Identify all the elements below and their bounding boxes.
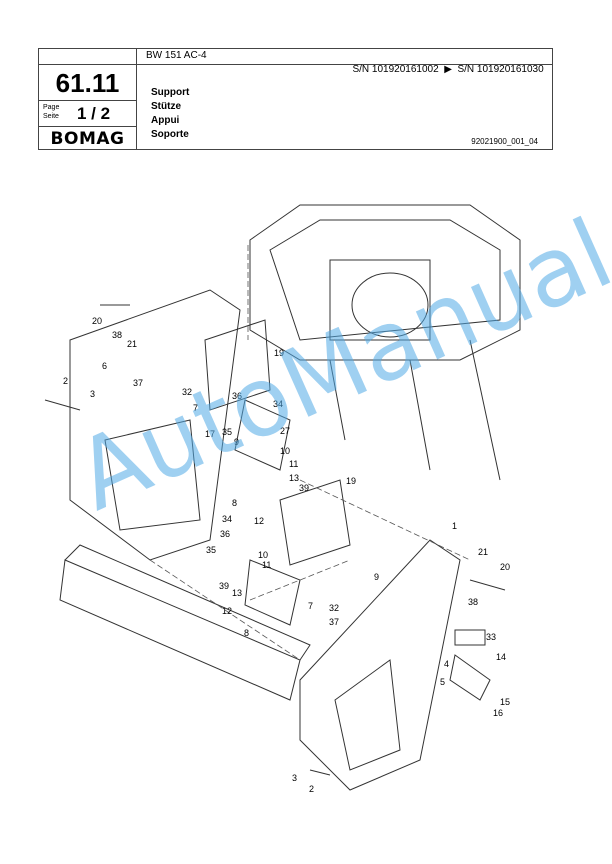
callout: 2 bbox=[309, 784, 314, 794]
callout: 8 bbox=[244, 628, 249, 638]
callout: 36 bbox=[220, 529, 230, 539]
callout: 34 bbox=[273, 399, 283, 409]
title-de: Stütze bbox=[151, 101, 181, 112]
callout: 13 bbox=[289, 473, 299, 483]
callout: 37 bbox=[133, 378, 143, 388]
callout: 11 bbox=[289, 459, 298, 469]
callout: 14 bbox=[496, 652, 506, 662]
callout: 3 bbox=[292, 773, 297, 783]
exploded-parts-diagram: 20 38 21 6 2 3 37 32 7 36 34 19 17 35 9 … bbox=[44, 204, 521, 794]
serial-from: S/N 101920161002 bbox=[352, 64, 439, 75]
callout: 12 bbox=[254, 516, 264, 526]
model-row: BW 151 AC-4 bbox=[136, 49, 552, 65]
page-label: Page Seite bbox=[43, 103, 59, 121]
logo-box: BOMAG bbox=[39, 127, 136, 149]
callout: 19 bbox=[274, 348, 284, 358]
section-box: 61.11 bbox=[39, 64, 136, 101]
document-id: 92021900_001_04 bbox=[471, 137, 538, 146]
callout: 20 bbox=[92, 316, 102, 326]
model-name: BW 151 AC-4 bbox=[146, 50, 207, 61]
serial-to: S/N 101920161030 bbox=[457, 64, 544, 75]
callout: 21 bbox=[478, 547, 488, 557]
page-label-en: Page bbox=[43, 104, 60, 111]
callout: 7 bbox=[193, 403, 198, 413]
callout: 16 bbox=[493, 708, 503, 718]
callout: 34 bbox=[222, 514, 232, 524]
callout: 6 bbox=[102, 361, 107, 371]
callout: 20 bbox=[500, 562, 510, 572]
callout: 4 bbox=[444, 659, 449, 669]
callout: 32 bbox=[182, 387, 192, 397]
callout: 39 bbox=[299, 483, 309, 493]
title-es: Soporte bbox=[151, 129, 189, 140]
section-titles: Support Stütze Appui Soporte bbox=[151, 86, 189, 142]
callout: 35 bbox=[222, 427, 232, 437]
section-column bbox=[39, 49, 137, 149]
title-block: BW 151 AC-4 S/N 101920161002 ▶ S/N 10192… bbox=[38, 48, 553, 150]
page-number: 1 / 2 bbox=[77, 104, 111, 123]
callout: 17 bbox=[205, 429, 215, 439]
callout: 2 bbox=[63, 376, 68, 386]
callout: 37 bbox=[329, 617, 339, 627]
callout: 15 bbox=[500, 697, 510, 707]
title-en: Support bbox=[151, 87, 190, 98]
page-box: Page Seite 1 / 2 bbox=[39, 101, 136, 127]
callout: 12 bbox=[222, 606, 232, 616]
callout: 27 bbox=[280, 426, 290, 436]
callout: 32 bbox=[329, 603, 339, 613]
callout: 1 bbox=[452, 521, 457, 531]
section-number: 61.11 bbox=[55, 68, 120, 98]
callout: 33 bbox=[486, 632, 496, 642]
title-fr: Appui bbox=[151, 115, 180, 126]
callout: 38 bbox=[112, 330, 122, 340]
callout: 36 bbox=[232, 391, 242, 401]
callout: 21 bbox=[127, 339, 137, 349]
callout: 39 bbox=[219, 581, 229, 591]
callout: 38 bbox=[468, 597, 478, 607]
callout: 3 bbox=[90, 389, 95, 399]
callout: 13 bbox=[232, 588, 242, 598]
callout: 10 bbox=[280, 446, 290, 456]
callout: 9 bbox=[234, 437, 239, 447]
brand-logo: BOMAG bbox=[50, 129, 125, 149]
arrow-icon: ▶ bbox=[444, 64, 452, 75]
callout: 19 bbox=[346, 476, 356, 486]
callout: 10 bbox=[258, 550, 268, 560]
callout: 9 bbox=[374, 572, 379, 582]
callout: 35 bbox=[206, 545, 216, 555]
callout: 5 bbox=[440, 677, 445, 687]
callout: 11 bbox=[262, 560, 271, 570]
serial-range: S/N 101920161002 ▶ S/N 101920161030 bbox=[136, 64, 552, 78]
callout: 8 bbox=[232, 498, 237, 508]
callout-labels: 20 38 21 6 2 3 37 32 7 36 34 19 17 35 9 … bbox=[63, 316, 510, 794]
page-label-de: Seite bbox=[43, 113, 59, 120]
callout: 7 bbox=[308, 601, 313, 611]
